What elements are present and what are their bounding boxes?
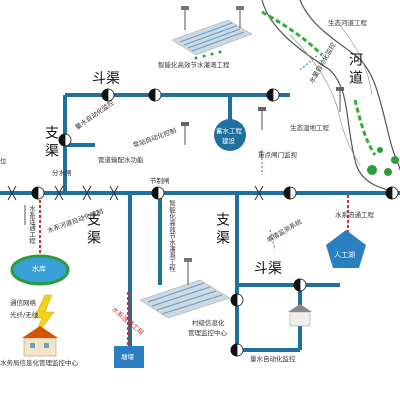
shrub: [391, 156, 399, 164]
label-reservoir-link: 水系连通工程: [27, 205, 36, 244]
reservoir-node: [10, 254, 70, 286]
label-storage-2: 建设: [222, 137, 235, 145]
gate-marker: [283, 186, 297, 200]
shrub: [384, 168, 392, 176]
drip-field-mid: [139, 258, 231, 319]
gate-marker: [230, 293, 244, 307]
label-smart-drip-top: 智能化高效节水灌溉工程: [158, 61, 230, 69]
shrub: [377, 147, 383, 153]
label-bureau-center: 水务局信息化管理监控中心: [0, 359, 78, 367]
gate-marker: [58, 133, 72, 147]
green-dash-ecology-top: [261, 10, 324, 57]
label-ecology-river: 生态河道工程: [328, 19, 367, 27]
label-zhi-qu-mid: 支渠: [85, 212, 101, 248]
pond-node: [114, 346, 144, 368]
label-zhi-qu-right: 支渠: [214, 212, 230, 248]
green-dash-wetland: [353, 99, 377, 156]
label-ecology-wetland: 生态湿地工程: [290, 124, 329, 132]
sensor-heads: [181, 87, 344, 126]
label-pond: 塘堰: [121, 353, 134, 361]
label-smart-drip-mid: 智能化高效节水灌溉工程: [167, 200, 176, 272]
artificial-lake-node: [326, 230, 366, 268]
label-water-measure-bottom: 量水自动化监控: [250, 355, 296, 363]
label-check-gate: 节制闸: [150, 177, 170, 185]
gate-marker: [293, 278, 307, 292]
label-reservoir: 水库: [32, 265, 46, 273]
label-village-center-2: 管理监控中心: [188, 329, 227, 337]
blue-dashed-links: [261, 54, 319, 251]
gate-marker: [230, 343, 244, 357]
shrub: [367, 165, 377, 175]
gate-marker: [31, 186, 45, 200]
check-marks: [7, 185, 264, 201]
storage-reservoir-node: [214, 119, 246, 151]
label-dou-qu-top: 斗渠: [92, 71, 120, 87]
gate-marker: [266, 88, 280, 102]
label-water-level: 位: [0, 157, 7, 165]
label-diversion-gate: 分水闸: [52, 169, 72, 177]
river-inner-line-2: [339, 24, 373, 96]
river-inner-line: [289, 34, 361, 166]
label-fiber-wireless: 光纤/无线: [10, 311, 39, 319]
label-zhi-qu-left: 支渠: [43, 125, 59, 161]
sensor-poles: [24, 90, 341, 225]
label-artificial-lake: 人工湖: [334, 251, 355, 259]
label-storage-1: 蓄水工程: [216, 127, 242, 135]
monitor-center-building: [22, 326, 58, 357]
gate-marker: [148, 88, 162, 102]
label-water-flow-project: 水系流通工程: [335, 211, 374, 219]
label-dou-qu-right: 斗渠: [254, 261, 282, 277]
drip-field-top: [171, 6, 253, 60]
label-river: 河道: [347, 52, 363, 88]
red-dashed-links: [39, 195, 349, 345]
label-pipeline-distribution: 管道输配水功能: [98, 156, 144, 164]
label-gate-monitor: 重点闸门监视: [258, 151, 297, 159]
label-village-center-1: 村级信息化: [192, 319, 225, 327]
gate-marker: [151, 186, 165, 200]
river-bank-left: [261, 0, 400, 193]
gate-marker: [385, 186, 399, 200]
village-building: [288, 304, 312, 327]
gates: [31, 88, 399, 357]
gate-marker: [101, 88, 115, 102]
label-comm-network: 通信网络: [10, 299, 36, 307]
